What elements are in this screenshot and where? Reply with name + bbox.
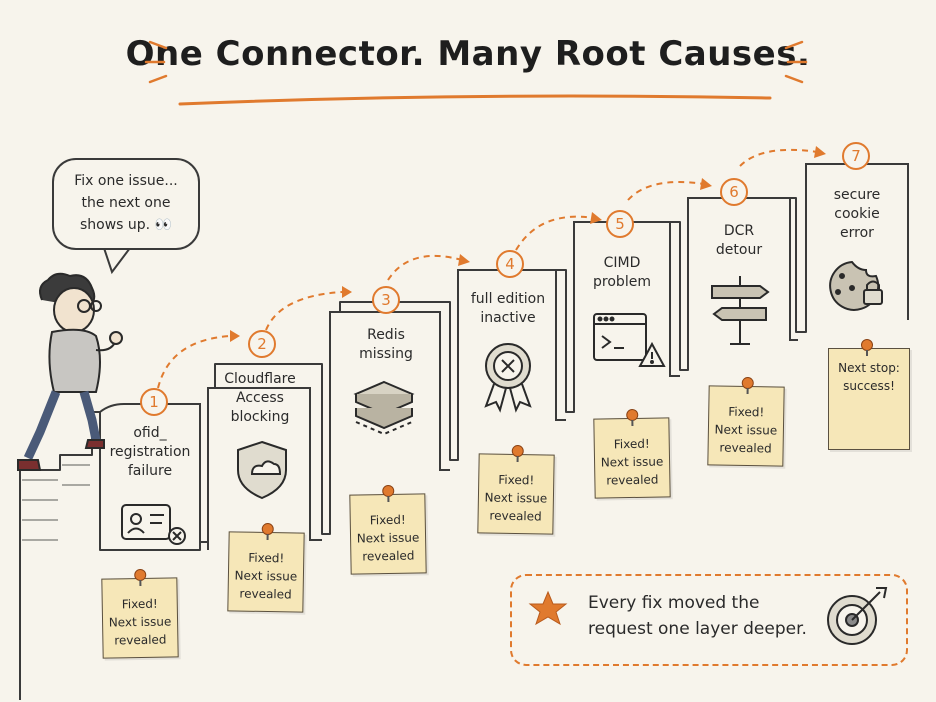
pushpin-icon	[861, 339, 873, 356]
label-line: detour	[715, 242, 763, 258]
note-line: Next issue	[234, 568, 298, 584]
label-line: Cloudflare	[224, 371, 296, 387]
step-number-4: 4	[496, 250, 524, 278]
star-icon	[528, 590, 568, 626]
step-number-6: 6	[720, 178, 748, 206]
target-icon	[827, 587, 888, 645]
label-line: secure	[833, 187, 881, 203]
sticky-note-6: Fixed! Next issue revealed	[707, 376, 785, 467]
note-line: success!	[843, 379, 895, 393]
label-line: blocking	[230, 409, 290, 425]
note-line: Fixed!	[248, 550, 285, 566]
label-line: Access	[236, 390, 284, 406]
title-sparks-right	[784, 40, 808, 84]
step-label-2: Cloudflare Access blocking	[212, 370, 308, 427]
note-line: revealed	[362, 548, 415, 564]
note-line: Next issue	[356, 530, 420, 546]
signpost-icon	[711, 276, 770, 345]
sticky-note-5: Fixed! Next issue revealed	[593, 408, 671, 499]
note-line: Next stop:	[838, 361, 900, 375]
step-number-5: 5	[606, 210, 634, 238]
label-line: registration	[109, 444, 191, 460]
cookie-lock-icon	[829, 260, 883, 311]
summary-callout	[510, 574, 908, 666]
stair-hatching	[22, 464, 90, 541]
note-line: revealed	[489, 508, 542, 524]
note-line: revealed	[606, 472, 659, 488]
note-line: Fixed!	[728, 404, 765, 420]
pushpin-icon	[741, 376, 754, 390]
speech-line: shows up. 👀	[79, 217, 173, 233]
summary-line: request one layer deeper.	[588, 619, 807, 639]
step-label-3: Redis missing	[334, 326, 438, 364]
step-number-1: 1	[140, 388, 168, 416]
label-line: error	[840, 225, 874, 241]
label-line: inactive	[480, 310, 536, 326]
speech-line: the next one	[81, 195, 171, 211]
character-illustration	[17, 272, 123, 471]
note-line: Fixed!	[498, 472, 535, 488]
step-number-3: 3	[372, 286, 400, 314]
label-line: CIMD	[603, 255, 641, 271]
step-label-6: DCR detour	[690, 222, 788, 260]
sticky-note-2: Fixed! Next issue revealed	[227, 522, 305, 613]
bubble-tail	[103, 247, 131, 275]
label-line: failure	[127, 463, 173, 479]
step-label-4: full edition inactive	[460, 290, 556, 328]
title-underline	[178, 94, 772, 106]
summary-line: Every fix moved the	[588, 593, 760, 613]
title-sparks-left	[144, 40, 168, 84]
pushpin-icon	[261, 522, 274, 536]
label-line: problem	[593, 274, 651, 290]
label-line: cookie	[834, 206, 880, 222]
id-card-x-icon	[121, 504, 186, 545]
note-line: Fixed!	[121, 596, 158, 612]
step-number-2: 2	[248, 330, 276, 358]
label-line: missing	[359, 346, 413, 362]
arrow-heads	[230, 146, 826, 342]
note-line: revealed	[114, 632, 167, 648]
speech-line: Fix one issue...	[74, 173, 178, 189]
pushpin-icon	[382, 484, 395, 498]
label-line: DCR	[723, 223, 755, 239]
step-number-7: 7	[842, 142, 870, 170]
label-line: Redis	[367, 327, 405, 343]
label-line: full edition	[470, 291, 546, 307]
terminal-warning-icon	[593, 313, 666, 367]
speech-bubble: Fix one issue... the next one shows up. …	[52, 158, 200, 250]
sticky-note-7: Next stop: success!	[828, 339, 910, 450]
note-line: Fixed!	[613, 436, 650, 452]
step-label-1: ofid_ registration failure	[102, 424, 198, 481]
progress-arrows	[157, 148, 819, 389]
page-title: One Connector. Many Root Causes.	[125, 34, 811, 74]
note-line: revealed	[719, 440, 772, 456]
pushpin-icon	[626, 408, 639, 422]
note-line: revealed	[239, 586, 292, 602]
sticky-note-4: Fixed! Next issue revealed	[477, 444, 555, 535]
label-line: ofid_	[133, 425, 167, 441]
step-label-7: secure cookie error	[808, 186, 906, 243]
step-label-5: CIMD problem	[576, 254, 668, 292]
summary-text: Every fix moved the request one layer de…	[588, 590, 808, 642]
sticky-note-3: Fixed! Next issue revealed	[349, 484, 427, 575]
shield-cloud-icon	[237, 440, 287, 500]
badge-x-icon	[484, 343, 532, 413]
note-line: Next issue	[714, 422, 778, 438]
note-line: Next issue	[484, 490, 548, 506]
note-line: Next issue	[108, 614, 172, 630]
pushpin-icon	[511, 444, 524, 458]
note-line: Next issue	[600, 454, 664, 470]
note-line: Fixed!	[369, 512, 406, 528]
database-stack-icon	[353, 380, 415, 436]
pushpin-icon	[134, 568, 147, 582]
sticky-note-1: Fixed! Next issue revealed	[101, 568, 179, 659]
